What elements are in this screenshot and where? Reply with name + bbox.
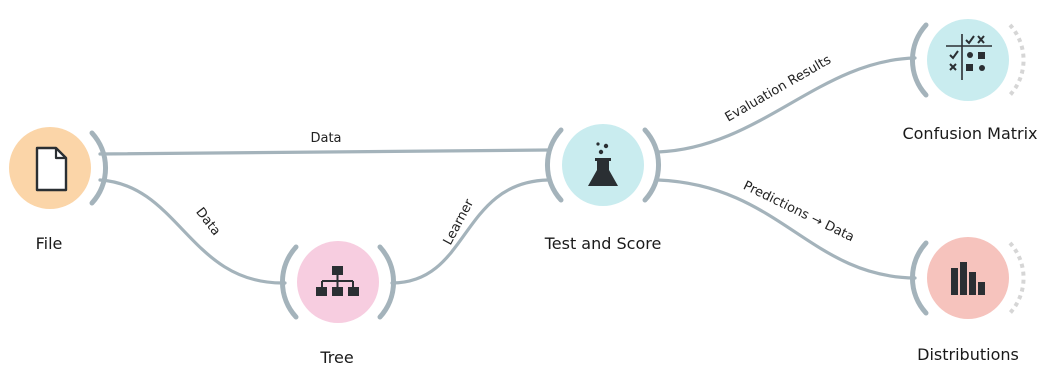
node-label-distributions: Distributions: [917, 345, 1019, 364]
distributions-input-anchor[interactable]: [910, 240, 929, 316]
document-icon: [35, 146, 68, 192]
tree-hierarchy-icon: [316, 266, 359, 296]
bar-chart-icon: [951, 262, 985, 295]
link-file-to-test-and-score[interactable]: [98, 148, 550, 156]
link-file-to-tree[interactable]: [98, 178, 287, 285]
test-and-score-output-anchor[interactable]: [642, 127, 661, 203]
confusion-matrix-output-anchor[interactable]: [1008, 23, 1026, 97]
link-label-file-test: Data: [310, 131, 341, 146]
tree-output-anchor[interactable]: [377, 244, 396, 320]
link-tree-to-test-and-score[interactable]: [390, 178, 550, 285]
node-test-and-score[interactable]: Test and Score: [544, 124, 662, 253]
file-output-anchor[interactable]: [89, 130, 108, 206]
node-label-file: File: [36, 234, 63, 253]
node-file[interactable]: File: [9, 127, 108, 253]
link-label-file-tree: Data: [192, 205, 223, 239]
node-distributions[interactable]: Distributions: [910, 237, 1026, 364]
tree-input-anchor[interactable]: [280, 244, 299, 320]
test-and-score-input-anchor[interactable]: [545, 127, 564, 203]
node-label-test-and-score: Test and Score: [544, 234, 662, 253]
link-test-and-score-to-confusion-matrix[interactable]: [656, 56, 917, 154]
node-label-confusion-matrix: Confusion Matrix: [902, 124, 1037, 143]
distributions-node-circle: [927, 237, 1009, 319]
link-test-and-score-to-distributions[interactable]: [656, 178, 917, 280]
node-label-tree: Tree: [319, 348, 353, 367]
confusion-matrix-node-circle: [927, 19, 1009, 101]
node-tree[interactable]: Tree: [280, 241, 396, 367]
confusion-matrix-input-anchor[interactable]: [910, 22, 929, 98]
flask-icon: [588, 142, 618, 186]
node-confusion-matrix[interactable]: Confusion Matrix: [902, 19, 1038, 143]
distributions-output-anchor[interactable]: [1008, 241, 1026, 315]
confusion-grid-icon: [946, 34, 992, 80]
